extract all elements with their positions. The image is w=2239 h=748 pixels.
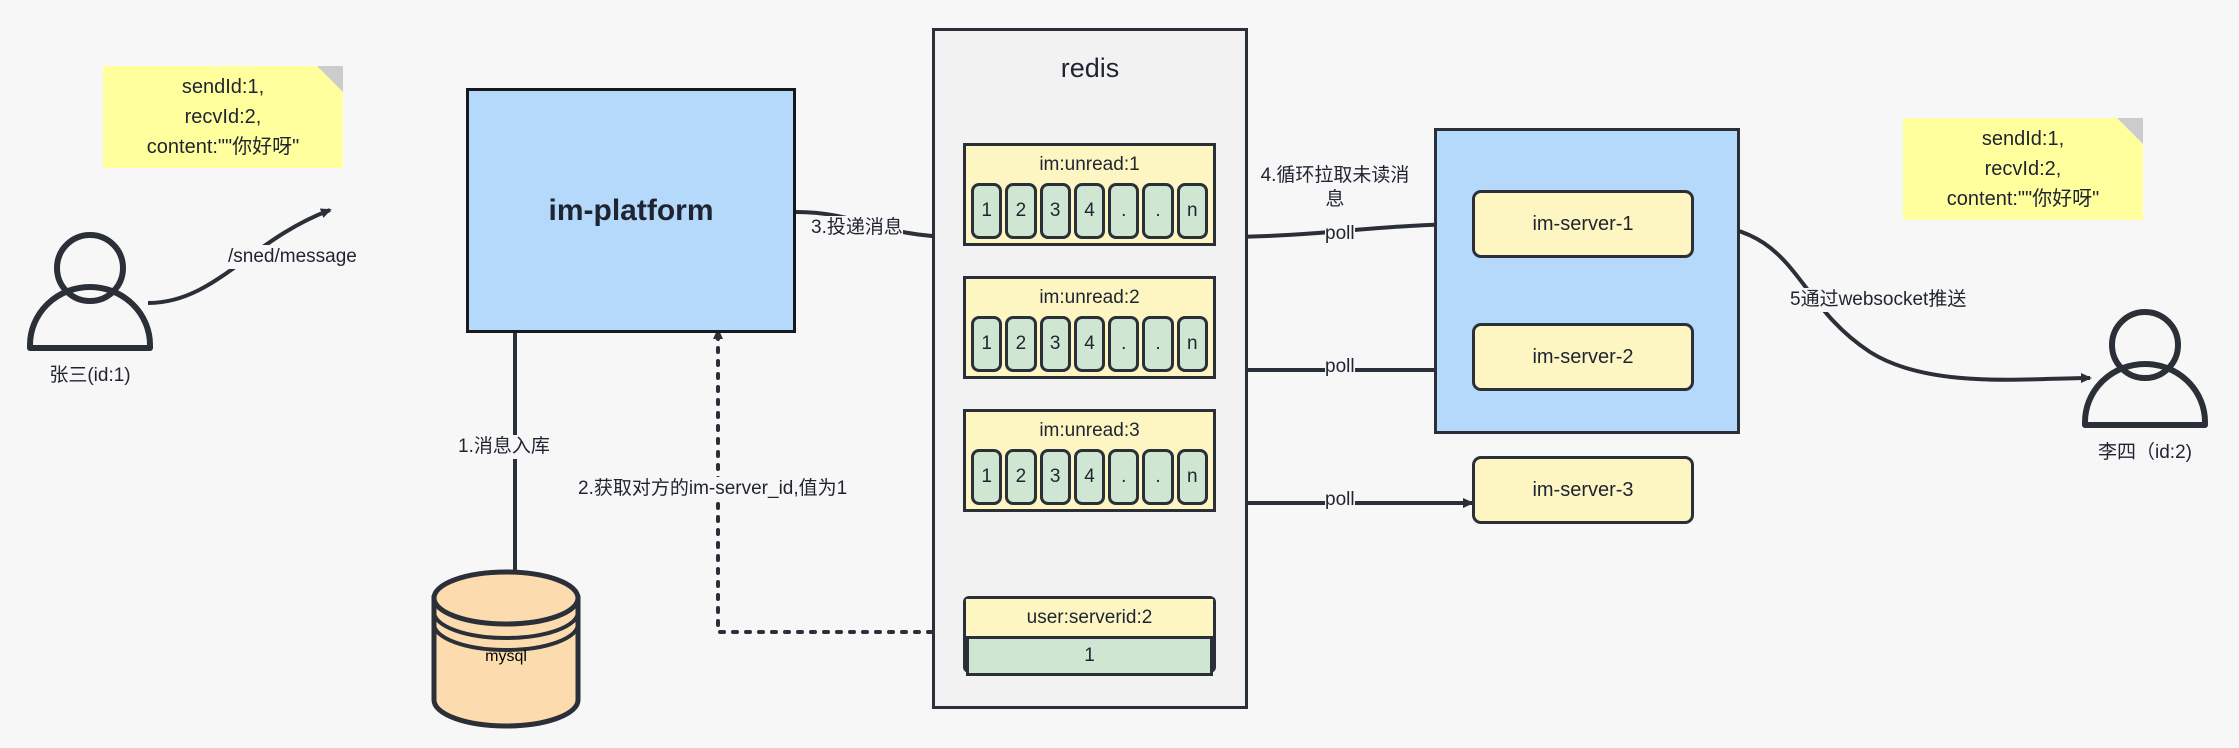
redis-key-user-serverid-2[interactable]: user:serverid:2 1 xyxy=(963,596,1216,676)
redis-key-name: user:serverid:2 xyxy=(966,599,1213,636)
redis-cell[interactable]: n xyxy=(1176,316,1208,372)
redis-cell[interactable]: 3 xyxy=(1039,316,1071,372)
note-right: sendId:1, recvId:2, content:""你好呀" xyxy=(1903,118,2143,220)
node-redis-container[interactable]: redis im:unread:1 1 2 3 4 . . n im:unrea… xyxy=(932,28,1248,709)
edge-label-step5: 5通过websocket推送 xyxy=(1790,288,1967,312)
edge-label-step3: 3.投递消息 xyxy=(811,216,903,240)
sender-label: 张三(id:1) xyxy=(49,365,131,386)
edge-label-step1: 1.消息入库 xyxy=(458,435,550,459)
redis-key-cells: 1 2 3 4 . . n xyxy=(969,316,1210,375)
redis-key-cells: 1 2 3 4 . . n xyxy=(969,183,1210,242)
redis-cell[interactable]: 4 xyxy=(1073,316,1106,372)
redis-cell[interactable]: . xyxy=(1142,449,1174,505)
edge-label-step4: 4.循环拉取未读消 息 xyxy=(1255,164,1415,212)
edge-label-poll-1: poll xyxy=(1325,222,1355,246)
redis-key-name: im:unread:2 xyxy=(966,279,1213,316)
redis-key-im-unread-1[interactable]: im:unread:1 1 2 3 4 . . n xyxy=(963,143,1216,246)
redis-cell[interactable]: 2 xyxy=(1005,316,1037,372)
redis-cell[interactable]: . xyxy=(1142,316,1174,372)
redis-cell[interactable]: 1 xyxy=(971,183,1003,239)
redis-cell[interactable]: 4 xyxy=(1073,449,1106,505)
edge-label-send-message: /sned/message xyxy=(228,245,357,269)
redis-cell[interactable]: 4 xyxy=(1073,183,1106,239)
redis-key-cells: 1 2 3 4 . . n xyxy=(969,449,1210,508)
redis-key-im-unread-3[interactable]: im:unread:3 1 2 3 4 . . n xyxy=(963,409,1216,512)
receiver-actor-icon xyxy=(2082,309,2208,428)
edge-label-poll-2: poll xyxy=(1325,355,1355,379)
mysql-label: mysql xyxy=(485,648,527,665)
redis-cell[interactable]: 3 xyxy=(1039,183,1071,239)
redis-cell[interactable]: 2 xyxy=(1005,449,1037,505)
redis-cell[interactable]: . xyxy=(1142,183,1174,239)
node-im-server-1[interactable]: im-server-1 xyxy=(1472,190,1694,258)
node-im-server-3[interactable]: im-server-3 xyxy=(1472,456,1694,524)
node-im-server-2[interactable]: im-server-2 xyxy=(1472,323,1694,391)
note-left: sendId:1, recvId:2, content:""你好呀" xyxy=(103,66,343,168)
redis-cell[interactable]: 2 xyxy=(1005,183,1037,239)
redis-cell[interactable]: . xyxy=(1108,316,1140,372)
note-fold-corner xyxy=(317,66,343,92)
redis-key-name: im:unread:3 xyxy=(966,412,1213,449)
node-mysql[interactable]: mysql xyxy=(434,640,578,674)
edge-label-poll-3: poll xyxy=(1325,488,1355,512)
redis-cell[interactable]: 1 xyxy=(971,316,1003,372)
redis-cell[interactable]: n xyxy=(1176,183,1208,239)
im-server-3-label: im-server-3 xyxy=(1532,478,1634,501)
receiver-label: 李四（id:2) xyxy=(2098,442,2192,463)
sender-actor-icon xyxy=(27,232,153,351)
redis-cell[interactable]: . xyxy=(1108,183,1140,239)
im-server-1-label: im-server-1 xyxy=(1532,212,1634,235)
redis-cell[interactable]: n xyxy=(1176,449,1208,505)
im-platform-label: im-platform xyxy=(548,193,714,227)
edge-label-step2: 2.获取对方的im-server_id,值为1 xyxy=(578,477,848,501)
redis-cell[interactable]: 1 xyxy=(971,449,1003,505)
note-fold-corner xyxy=(2117,118,2143,144)
redis-cell[interactable]: . xyxy=(1108,449,1140,505)
note-left-text: sendId:1, recvId:2, content:""你好呀" xyxy=(146,76,300,158)
node-im-platform[interactable]: im-platform xyxy=(466,88,796,333)
redis-single-value[interactable]: 1 xyxy=(966,636,1213,676)
redis-key-name: im:unread:1 xyxy=(966,146,1213,183)
redis-key-im-unread-2[interactable]: im:unread:2 1 2 3 4 . . n xyxy=(963,276,1216,379)
im-server-2-label: im-server-2 xyxy=(1532,345,1634,368)
redis-cell[interactable]: 3 xyxy=(1039,449,1071,505)
note-right-text: sendId:1, recvId:2, content:""你好呀" xyxy=(1946,128,2100,210)
redis-title: redis xyxy=(1060,53,1120,83)
